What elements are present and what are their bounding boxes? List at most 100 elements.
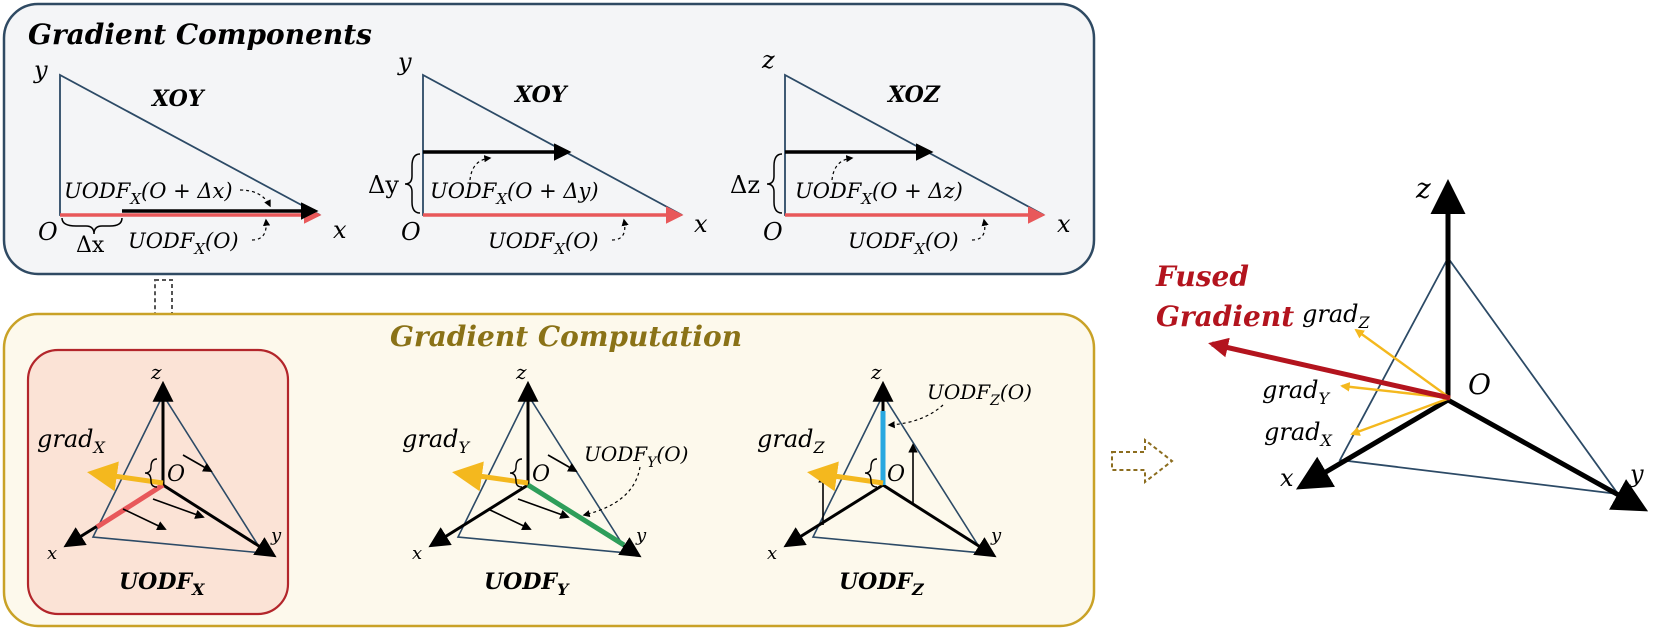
fused-axis-x <box>1295 397 1450 490</box>
origin-label: O <box>532 462 550 487</box>
triangle <box>456 393 630 554</box>
grad-label-sub: Y <box>459 438 471 457</box>
helper-arrow <box>152 498 205 519</box>
fused-triangle <box>1338 256 1620 496</box>
shift-pointer <box>831 155 854 181</box>
caption-sub: Z <box>911 580 925 599</box>
grad-label: gradZ <box>757 425 826 457</box>
axis-x <box>428 483 529 548</box>
vector-label-main: UODF <box>584 442 648 466</box>
helper-arrow <box>487 508 532 531</box>
fused-axis-z-label: z <box>1415 172 1431 205</box>
components-panel: Gradient Components y x O XOY Δx UODFX(O… <box>2 2 1096 276</box>
triangle <box>91 393 265 554</box>
caption-sub: Y <box>557 580 570 599</box>
delta-brace <box>404 153 421 214</box>
grad-label: gradX <box>37 425 106 457</box>
helper-arrow <box>517 498 570 519</box>
grad-label-main: grad <box>757 425 814 453</box>
axis-y <box>882 483 997 558</box>
grad-label-main: grad <box>37 425 94 453</box>
axis-y-label: y <box>990 525 1002 546</box>
vertical-axis-label: y <box>33 56 48 84</box>
vector-label-sub: Z <box>989 393 1000 409</box>
delta-brace <box>144 458 158 488</box>
fused-grad-z-arrow <box>1354 328 1451 399</box>
shift-pointer <box>239 189 271 208</box>
highlighted-vector <box>95 482 165 530</box>
grad-label-main: grad <box>402 425 459 453</box>
base-pointer <box>251 218 271 241</box>
origin-label: O <box>401 218 421 246</box>
fused-gradient-arrow <box>1208 337 1451 401</box>
shifted-vector-label: UODFX(O + Δz) <box>795 179 963 208</box>
horizontal-axis-label: x <box>694 210 708 238</box>
origin-label: O <box>167 462 185 487</box>
computation-panel-title: Gradient Computation <box>390 320 742 353</box>
base-pointer <box>611 218 629 241</box>
delta-brace <box>864 458 878 488</box>
axis-y-label: y <box>635 525 647 546</box>
helper-arrow <box>182 454 213 472</box>
computation-panel: Gradient Computation zxyOgradXUODFXzxyOg… <box>2 312 1096 628</box>
helper-arrow <box>547 454 578 472</box>
vector-label-arg: (O) <box>1000 380 1032 404</box>
diagram-caption: UODFX <box>119 569 205 599</box>
fused-panel: Fused Gradient O z x y gradZ gradY gradX <box>1155 172 1649 512</box>
shifted-vector-label: UODFX(O + Δy) <box>430 179 599 208</box>
horizontal-axis-label: x <box>333 216 347 244</box>
axis-z-label: z <box>870 360 882 384</box>
grad-label-sub: Z <box>813 438 826 457</box>
vertical-axis-label: y <box>397 48 412 76</box>
fused-title-line1: Fused <box>1155 260 1249 293</box>
component-diagram-1: y x O XOY Δx UODFX(O + Δx) UODFX(O) <box>33 56 347 258</box>
delta-brace <box>61 217 123 235</box>
axis-z-label: z <box>515 360 527 384</box>
component-diagram-3: z x O XOZ Δz UODFX(O + Δz) UODFX(O) <box>730 46 1071 258</box>
origin-label: O <box>38 218 58 246</box>
axis-y-label: y <box>270 525 282 546</box>
axis-x-label: x <box>412 543 422 564</box>
origin-label: O <box>887 462 905 487</box>
shift-pointer <box>469 155 492 181</box>
component-diagram-2: y x O XOY Δy UODFX(O + Δy) UODFX(O) <box>368 48 708 258</box>
axis-x-label: x <box>767 543 777 564</box>
caption-main: UODF <box>839 569 913 595</box>
components-panel-box <box>2 2 1096 276</box>
vector-pointer <box>582 466 641 518</box>
diagram-caption: UODFZ <box>839 569 925 599</box>
fused-grad-x-label: gradX <box>1264 418 1333 450</box>
fused-grad-y-label: gradY <box>1262 376 1331 408</box>
shifted-vector-label: UODFX(O + Δx) <box>64 179 233 208</box>
vector-label-arg: (O) <box>656 442 688 466</box>
plane-label: XOY <box>150 86 206 112</box>
delta-label: Δz <box>730 171 760 199</box>
triangle <box>811 393 985 554</box>
grad-label-sub: X <box>92 438 106 457</box>
diagram-caption: UODFY <box>484 569 570 599</box>
highlighted-vector <box>526 482 626 548</box>
fused-title-line2: Gradient <box>1156 300 1294 333</box>
fused-grad-x-arrow <box>1350 396 1451 436</box>
vector-label: UODFY(O) <box>584 442 688 471</box>
delta-brace <box>766 153 783 214</box>
axis-x <box>783 483 884 548</box>
vector-label: UODFZ(O) <box>927 380 1032 409</box>
base-vector-label: UODFX(O) <box>848 229 959 258</box>
components-panel-title: Gradient Components <box>28 18 372 51</box>
base-pointer <box>971 218 989 241</box>
fused-axis-y-label: y <box>1629 460 1644 488</box>
vertical-axis-label: z <box>761 46 775 74</box>
delta-brace <box>509 458 523 488</box>
origin-label: O <box>763 218 783 246</box>
vector-label-sub: Y <box>647 455 658 471</box>
caption-main: UODF <box>484 569 558 595</box>
caption-main: UODF <box>119 569 193 595</box>
helper-arrow <box>122 508 167 531</box>
fused-grad-z-label: gradZ <box>1302 300 1371 332</box>
axis-z-label: z <box>150 360 162 384</box>
grad-label: gradY <box>402 425 471 457</box>
